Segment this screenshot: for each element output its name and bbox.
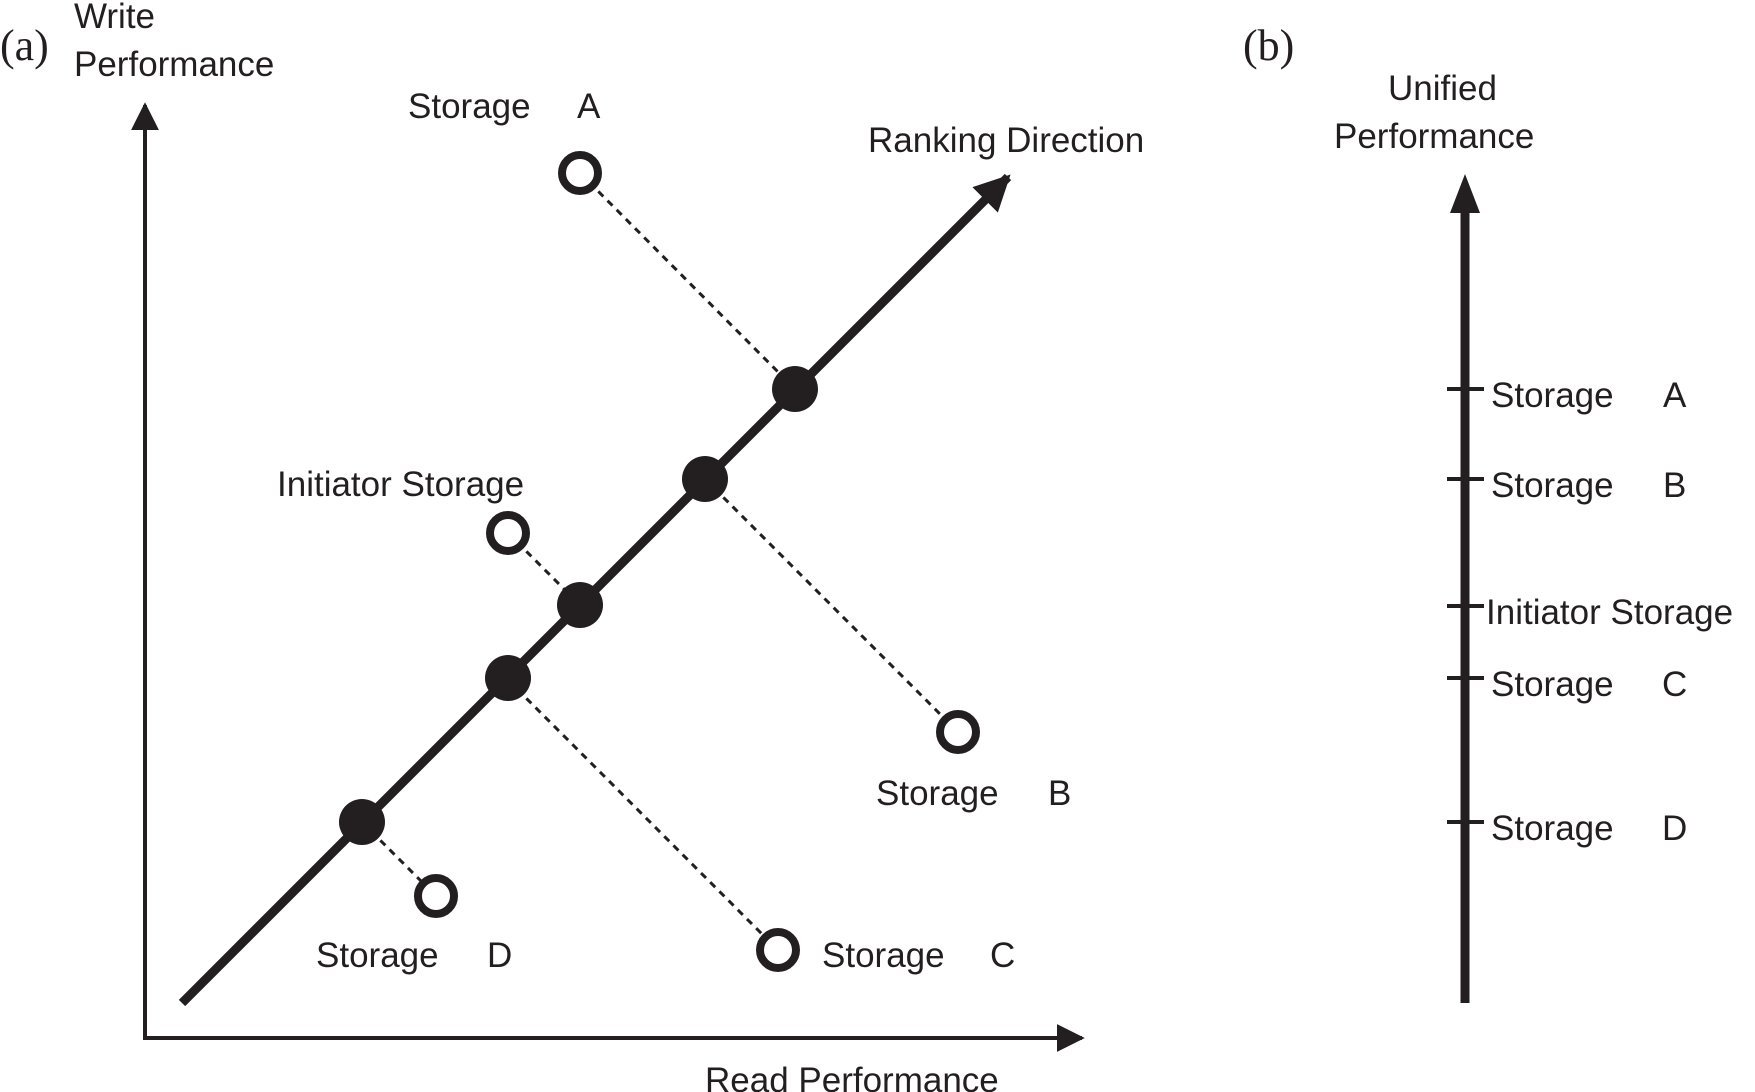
y-axis-label-line2: Performance [74, 45, 274, 84]
ranking-direction-label: Ranking Direction [868, 121, 1144, 160]
storage-b-name: Storage [876, 774, 999, 813]
initiator-storage-label: Initiator Storage [277, 465, 524, 504]
projected-point-d [339, 799, 385, 845]
rank-c-name: Storage [1491, 665, 1614, 704]
rank-b-name: Storage [1491, 466, 1614, 505]
projected-point-a [772, 366, 818, 412]
panel-a-label: (a) [0, 21, 49, 70]
rank-d-letter: D [1662, 809, 1687, 848]
unified-axis-arrowhead [1450, 174, 1480, 213]
panel-b: (b) Unified Performance Storage A Storag… [1243, 21, 1733, 1003]
projected-point-c [485, 655, 531, 701]
storage-b-letter: B [1048, 774, 1071, 813]
rank-initiator-label: Initiator Storage [1486, 593, 1733, 632]
unified-axis-label-line2: Performance [1334, 117, 1534, 156]
storage-c-letter: C [990, 936, 1015, 975]
storage-a-name: Storage [408, 87, 531, 126]
storage-point-d [414, 874, 458, 918]
rank-a-letter: A [1663, 376, 1687, 415]
projection-line-b [703, 477, 960, 734]
panel-b-label: (b) [1243, 21, 1294, 70]
projection-line-a [578, 171, 797, 391]
storage-c-name: Storage [822, 936, 945, 975]
x-axis-label: Read Performance [705, 1061, 999, 1092]
projection-line-c [506, 678, 780, 952]
rank-c-letter: C [1662, 665, 1687, 704]
rank-a-name: Storage [1491, 376, 1614, 415]
storage-point-initiator [486, 511, 530, 555]
storage-point-a [558, 151, 602, 195]
rank-b-letter: B [1663, 466, 1686, 505]
panel-a: (a) Write Performance Read Performance R… [0, 0, 1144, 1092]
rank-d-name: Storage [1491, 809, 1614, 848]
storage-d-name: Storage [316, 936, 439, 975]
storage-point-c [756, 928, 800, 972]
y-axis-label-line1: Write [74, 0, 155, 36]
storage-point-b [936, 710, 980, 754]
unified-axis-label-line1: Unified [1388, 69, 1497, 108]
projected-point-initiator [557, 582, 603, 628]
storage-d-letter: D [487, 936, 512, 975]
projected-point-b [682, 456, 728, 502]
storage-a-letter: A [577, 87, 601, 126]
